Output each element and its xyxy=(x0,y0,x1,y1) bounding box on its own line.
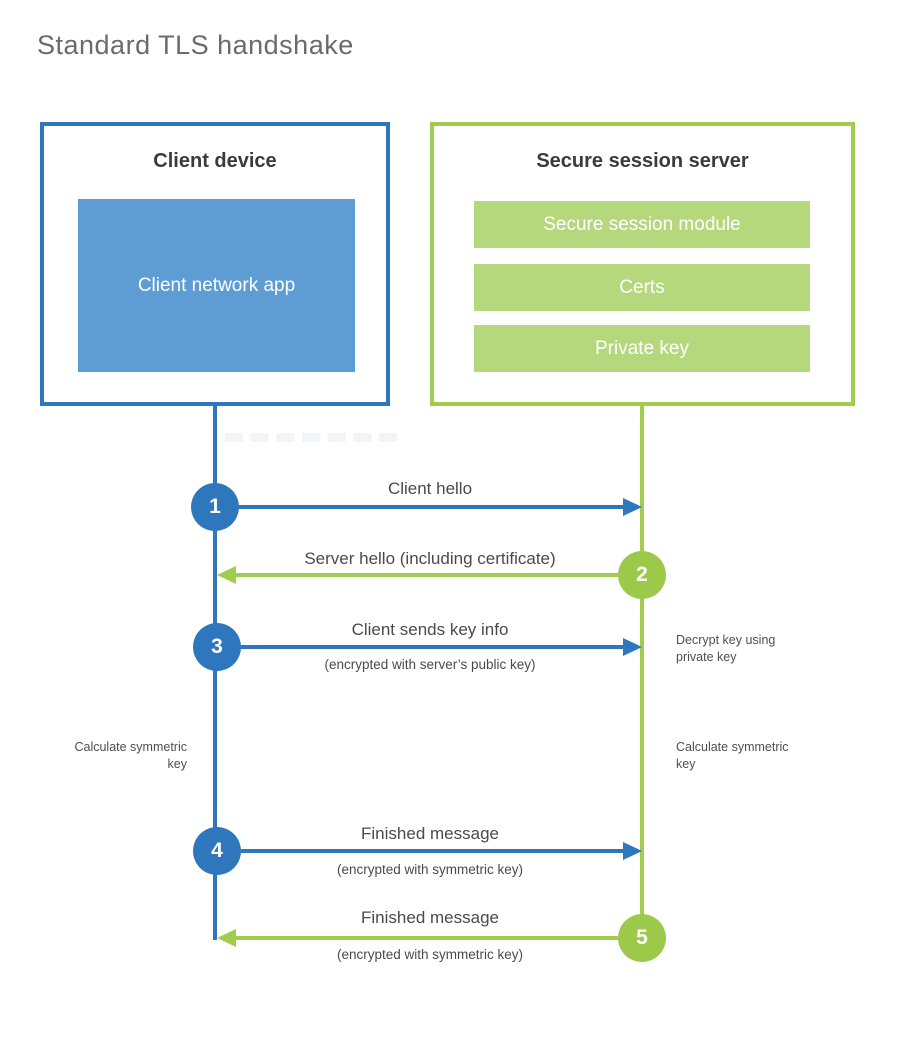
secure-session-server-title: Secure session server xyxy=(536,150,749,172)
step-2-badge: 2 xyxy=(618,551,666,599)
step-2-label: Server hello (including certificate) xyxy=(304,549,556,568)
page-title: Standard TLS handshake xyxy=(37,30,354,60)
step-4-badge: 4 xyxy=(193,827,241,875)
step-3-badge: 3 xyxy=(193,623,241,671)
step-1-badge: 1 xyxy=(191,483,239,531)
server-module-private-key: Private key xyxy=(474,325,810,372)
arrow-4-line xyxy=(241,849,624,853)
step-4-label: Finished message xyxy=(361,824,499,843)
step-5-sublabel: (encrypted with symmetric key) xyxy=(336,947,524,962)
arrow-4-right-arrowhead-icon xyxy=(623,842,642,860)
arrow-3-line xyxy=(241,645,624,649)
step-5-badge: 5 xyxy=(618,914,666,962)
server-lifeline xyxy=(640,406,644,940)
step-3-sublabel: (encrypted with server’s public key) xyxy=(324,657,536,672)
faint-dashed-line xyxy=(225,433,397,443)
calculate-symmetric-key-note-server: Calculate symmetric key xyxy=(676,740,789,772)
server-module-secure-session: Secure session module xyxy=(474,201,810,248)
arrow-2-line xyxy=(236,573,618,577)
arrow-2-left-arrowhead-icon xyxy=(217,566,236,584)
step-4-sublabel: (encrypted with symmetric key) xyxy=(336,862,524,877)
calculate-symmetric-key-note-client: Calculate symmetric key xyxy=(74,740,187,772)
arrow-1-right-arrowhead-icon xyxy=(623,498,642,516)
arrow-5-left-arrowhead-icon xyxy=(217,929,236,947)
arrow-1-line xyxy=(239,505,624,509)
decrypt-key-note: Decrypt key using private key xyxy=(676,633,776,665)
step-1-label: Client hello xyxy=(387,479,473,498)
arrow-3-right-arrowhead-icon xyxy=(623,638,642,656)
client-device-title: Client device xyxy=(153,150,277,172)
server-module-certs: Certs xyxy=(474,264,810,311)
client-network-app-module: Client network app xyxy=(78,199,355,372)
step-5-label: Finished message xyxy=(361,908,499,927)
step-3-label: Client sends key info xyxy=(351,620,509,639)
arrow-5-line xyxy=(236,936,618,940)
client-lifeline xyxy=(213,406,217,940)
